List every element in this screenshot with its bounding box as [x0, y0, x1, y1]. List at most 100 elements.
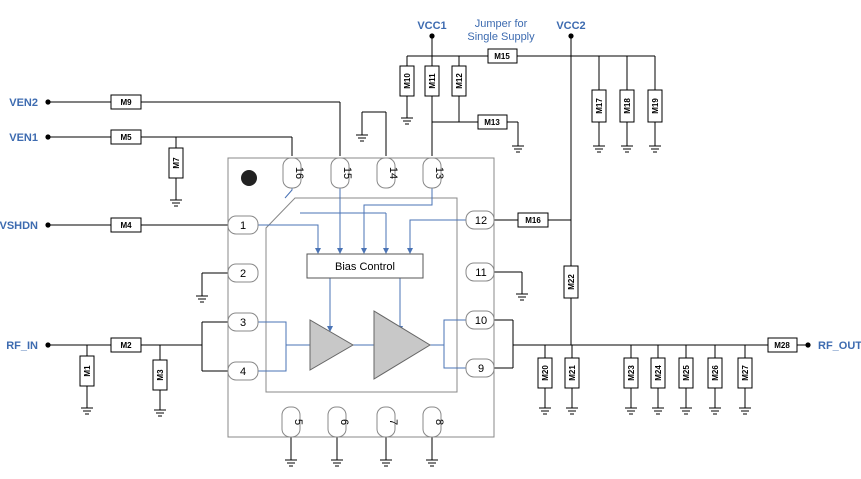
component-M3-label: M3: [156, 369, 165, 381]
pin-pads: 1 2 3 4 12 11 10 9 16 15 14 13 5 6 7 8: [227, 157, 495, 438]
chip-package: [227, 157, 495, 438]
net-label-vshdn: VSHDN: [0, 220, 38, 232]
jumper-note-line-1: Jumper for: [475, 18, 528, 30]
pin-7-label: 7: [387, 419, 399, 425]
component-M28-label: M28: [774, 341, 790, 350]
pin-5-pad: [281, 406, 301, 438]
component-M11: [424, 65, 440, 97]
component-M13: [477, 114, 508, 130]
component-M12-label: M12: [455, 73, 464, 89]
component-M7-label: M7: [172, 157, 181, 169]
pin-11-pad: [465, 262, 495, 282]
pin-14-pad: [376, 157, 396, 189]
component-M19-label: M19: [651, 98, 660, 114]
net-label-rf-in: RF_IN: [6, 340, 38, 352]
component-M27: [737, 357, 753, 389]
pin-8-label: 8: [433, 419, 445, 425]
pin-2-pad: [227, 263, 259, 283]
pin-10-pad: [465, 310, 495, 330]
pin-14-label: 14: [387, 167, 399, 179]
component-M1: [79, 355, 95, 387]
pin-9-label: 9: [478, 363, 484, 375]
component-M4-label: M4: [120, 221, 132, 230]
pin-13-pad: [422, 157, 442, 189]
pin-12-label: 12: [475, 215, 487, 227]
component-M16-label: M16: [525, 216, 541, 225]
component-M27-label: M27: [741, 365, 750, 381]
component-M23-label: M23: [627, 365, 636, 381]
component-M24: [650, 357, 666, 389]
component-M10: [399, 65, 415, 97]
pin-16-label: 16: [293, 167, 305, 179]
pin-3-pad: [227, 312, 259, 332]
net-label-vcc1: VCC1: [417, 20, 446, 32]
pin-15-label: 15: [341, 167, 353, 179]
pin-12-pad: [465, 210, 495, 230]
component-M21: [564, 357, 580, 389]
junctions: [45, 33, 811, 348]
net-label-ven1: VEN1: [9, 132, 38, 144]
pin-9-pad: [465, 358, 495, 378]
pin-2-label: 2: [240, 268, 246, 280]
component-M23: [623, 357, 639, 389]
component-M5-label: M5: [120, 133, 132, 142]
pin-5-label: 5: [292, 419, 304, 425]
component-M12: [451, 65, 467, 97]
components-horizontal: M9 M5 M4 M2 M15 M13 M16 M28: [110, 48, 798, 353]
jumper-note-line-2: Single Supply: [467, 31, 535, 43]
component-M25-label: M25: [682, 365, 691, 381]
component-M22-label: M22: [567, 274, 576, 290]
component-M9: [110, 94, 142, 110]
bias-control-label: Bias Control: [335, 261, 395, 273]
pin-11-label: 11: [475, 267, 486, 279]
component-M18-label: M18: [623, 98, 632, 114]
component-M9-label: M9: [120, 98, 132, 107]
component-M15: [487, 48, 518, 64]
pin-15-pad: [330, 157, 350, 189]
component-M26-label: M26: [711, 365, 720, 381]
component-M20: [537, 357, 553, 389]
pin1-marker-dot: [241, 170, 257, 186]
component-M24-label: M24: [654, 365, 663, 381]
pin-8-pad: [422, 406, 442, 438]
components-vertical: M10 M11 M12 M17 M18 M19 M7 M22 M1 M3 M20…: [79, 65, 753, 391]
pin-1-label: 1: [240, 220, 246, 232]
pin-6-pad: [327, 406, 347, 438]
component-M25: [678, 357, 694, 389]
bias-control-block: [306, 253, 424, 279]
pin-4-pad: [227, 361, 259, 381]
component-M28: [767, 337, 798, 353]
pin-4-label: 4: [240, 366, 246, 378]
net-label-rf-out: RF_OUT: [818, 340, 861, 352]
component-M18: [619, 89, 635, 123]
component-M4: [110, 217, 142, 233]
component-M17-label: M17: [595, 98, 604, 114]
pin-10-label: 10: [475, 315, 487, 327]
component-M21-label: M21: [568, 365, 577, 381]
component-M22: [563, 265, 579, 299]
component-M15-label: M15: [494, 52, 510, 61]
net-label-ven2: VEN2: [9, 97, 38, 109]
component-M7: [168, 147, 184, 179]
die-outline: [265, 197, 458, 393]
pin-6-label: 6: [338, 419, 350, 425]
component-M3: [152, 359, 168, 391]
pin-1-pad: [227, 215, 259, 235]
net-label-vcc2: VCC2: [556, 20, 585, 32]
component-M2-label: M2: [120, 341, 132, 350]
component-M20-label: M20: [541, 365, 550, 381]
component-M19: [647, 89, 663, 123]
wires: [48, 36, 808, 460]
amplifier-stage-2: [373, 310, 431, 380]
pin-3-label: 3: [240, 317, 246, 329]
pin-7-pad: [376, 406, 396, 438]
component-M1-label: M1: [83, 365, 92, 377]
pin-13-label: 13: [433, 167, 445, 179]
component-M5: [110, 129, 142, 145]
component-M10-label: M10: [403, 73, 412, 89]
pin-16-pad: [282, 157, 302, 189]
ground-symbols: [81, 117, 751, 467]
amplifier-stage-1: [309, 319, 354, 371]
component-M11-label: M11: [428, 73, 437, 89]
